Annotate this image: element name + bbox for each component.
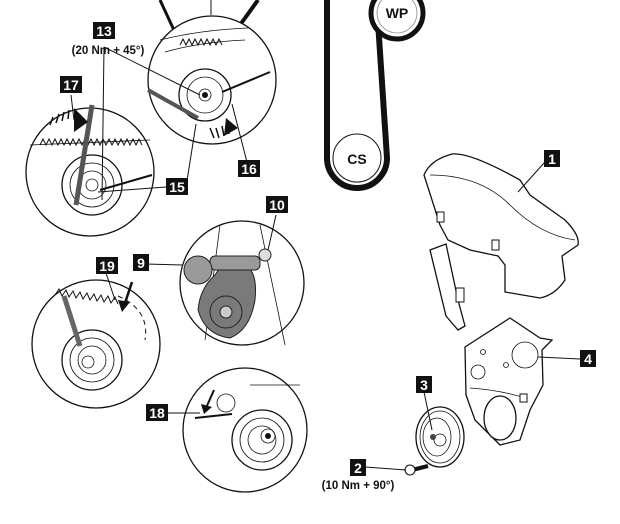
callout-4: 4 bbox=[580, 350, 596, 367]
tensioner-detail-top bbox=[147, 0, 277, 145]
belt-routing: CS WP bbox=[324, 0, 426, 191]
svg-text:13: 13 bbox=[96, 23, 112, 39]
callout-2: 2 bbox=[350, 459, 366, 476]
crankshaft-bolt bbox=[404, 464, 429, 476]
water-pump-pulley-label: WP bbox=[386, 5, 409, 21]
svg-text:19: 19 bbox=[99, 258, 115, 274]
callout-9: 9 bbox=[133, 254, 149, 271]
callout-10: 10 bbox=[266, 196, 288, 213]
crankshaft-pulley-label: CS bbox=[347, 151, 366, 167]
water-pump-pulley-inner bbox=[376, 0, 418, 34]
svg-text:17: 17 bbox=[63, 77, 79, 93]
callout-18: 18 bbox=[146, 404, 168, 421]
belt-alignment-detail bbox=[31, 279, 161, 409]
locking-pin-detail bbox=[182, 367, 308, 493]
torque-spec-2: (10 Nm + 90°) bbox=[322, 480, 395, 492]
crank-lock-detail bbox=[179, 220, 305, 346]
svg-text:1: 1 bbox=[548, 151, 556, 167]
svg-text:4: 4 bbox=[584, 351, 592, 367]
callout-1: 1 bbox=[544, 150, 560, 167]
svg-text:10: 10 bbox=[269, 197, 285, 213]
tensioner-detail-left bbox=[25, 104, 155, 237]
callout-19: 19 bbox=[96, 257, 118, 274]
callout-15: 15 bbox=[166, 178, 188, 195]
callout-3: 3 bbox=[416, 376, 432, 393]
torque-spec-13: (20 Nm + 45°) bbox=[72, 45, 145, 57]
callout-13: 13 bbox=[93, 22, 115, 39]
svg-text:15: 15 bbox=[169, 179, 185, 195]
svg-text:18: 18 bbox=[149, 405, 165, 421]
svg-text:2: 2 bbox=[354, 460, 362, 476]
callout-17: 17 bbox=[60, 76, 82, 93]
crankshaft-pulley bbox=[415, 406, 465, 468]
svg-text:3: 3 bbox=[420, 377, 428, 393]
svg-text:16: 16 bbox=[241, 161, 257, 177]
callout-16: 16 bbox=[238, 160, 260, 177]
crankshaft-pulley-circle bbox=[332, 133, 382, 183]
lower-timing-cover bbox=[464, 317, 554, 446]
belt-path bbox=[324, 0, 391, 191]
leader-lines bbox=[70, 46, 581, 471]
upper-timing-cover bbox=[423, 153, 579, 331]
svg-text:9: 9 bbox=[137, 255, 145, 271]
